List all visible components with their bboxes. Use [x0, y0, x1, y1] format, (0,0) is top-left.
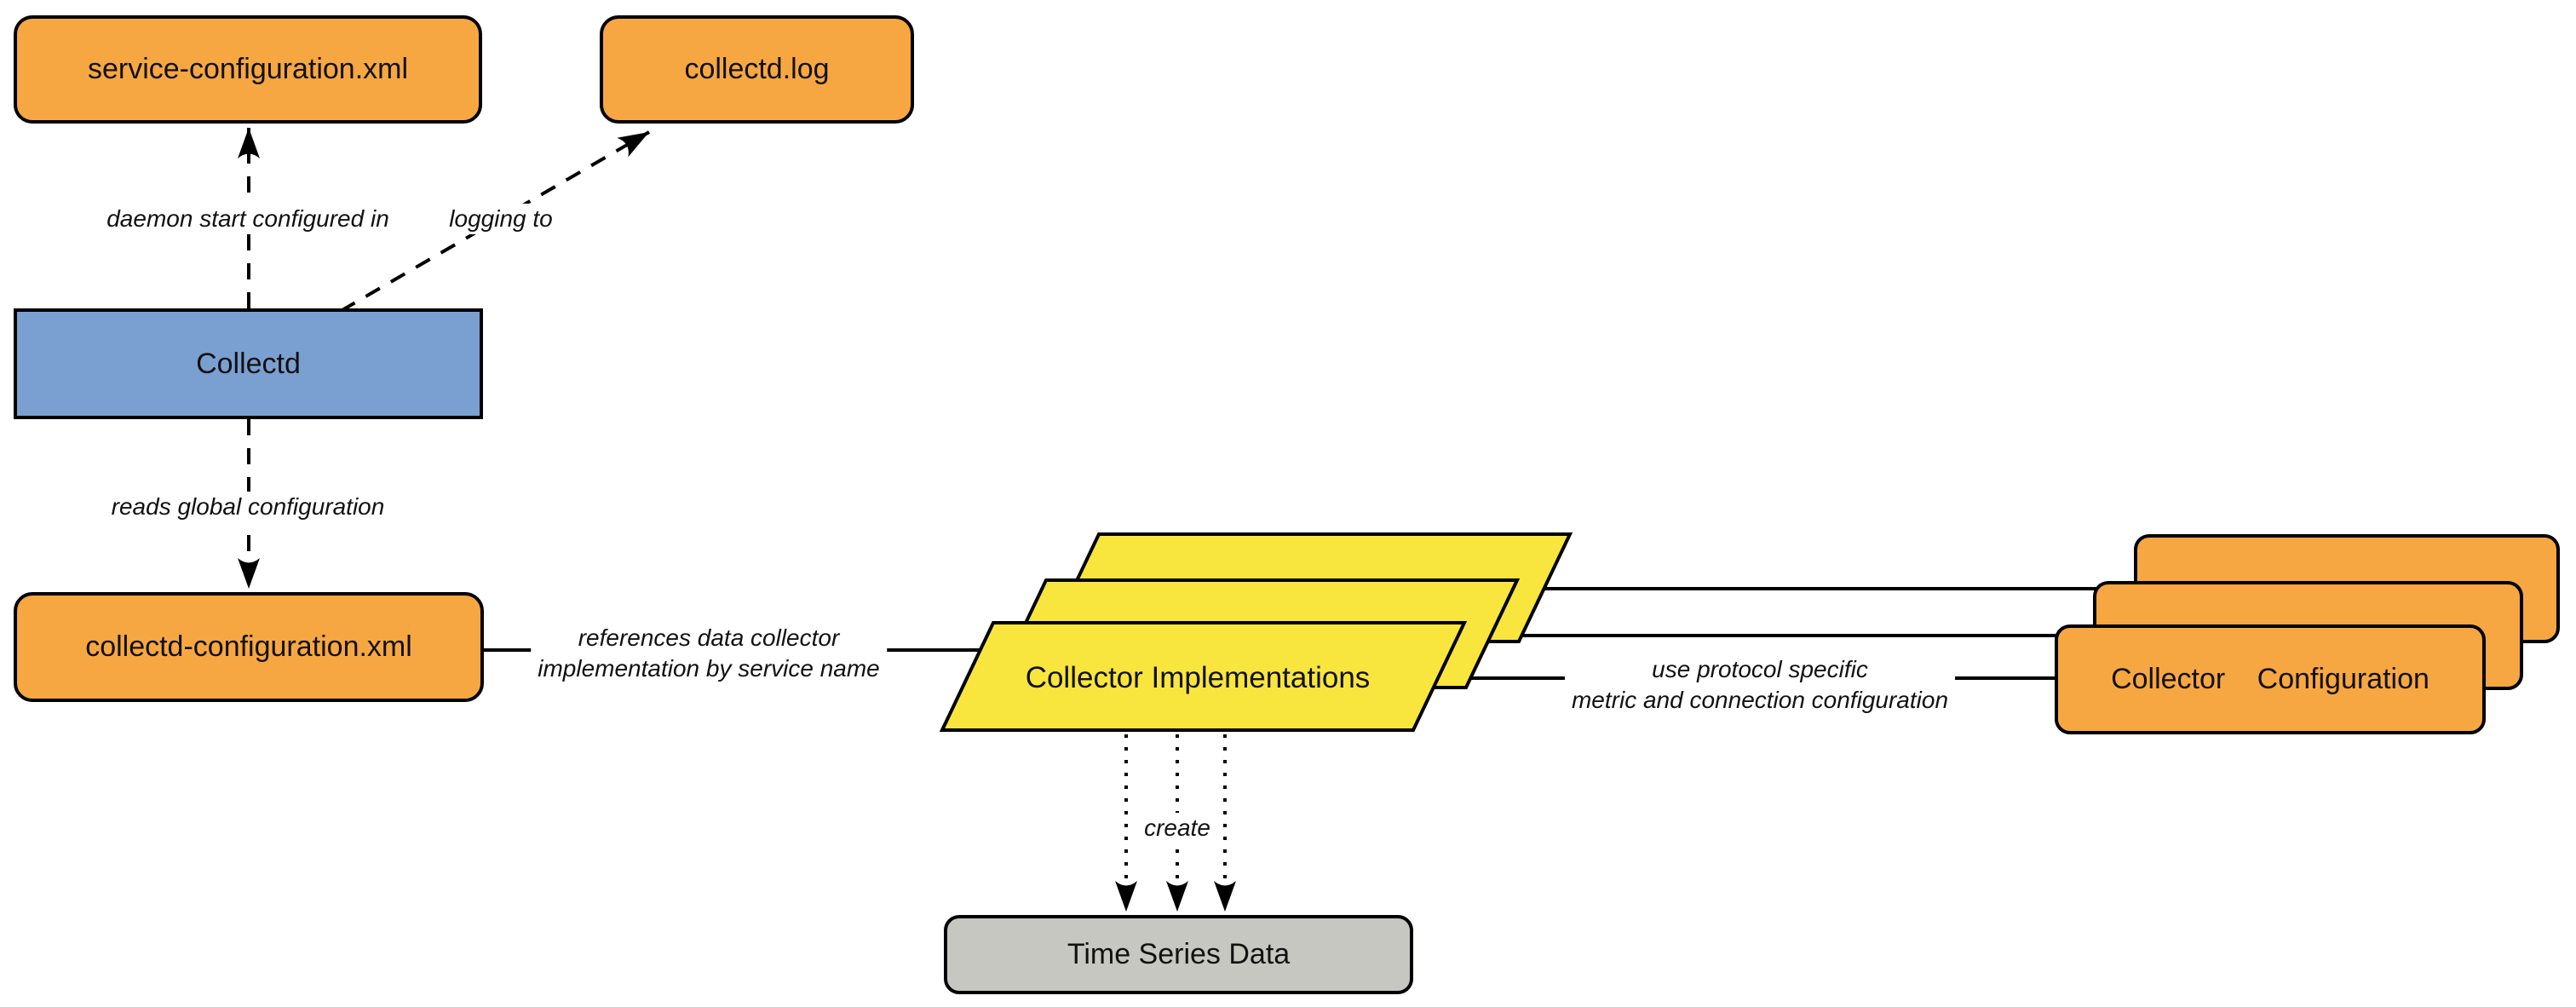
node-collector-implementations-label: Collector Implementations	[1025, 661, 1371, 694]
node-collectd-log-label: collectd.log	[684, 53, 830, 85]
edge-label-reads-global: reads global configuration	[104, 492, 392, 522]
node-time-series-data-label: Time Series Data	[1067, 938, 1291, 970]
edge-label-use-protocol-line1: use protocol specific	[1652, 656, 1868, 682]
edge-label-references: references data collector implementation…	[531, 623, 887, 684]
node-collector-configuration-label: Collector Configuration	[2111, 663, 2429, 695]
edge-label-use-protocol: use protocol specific metric and connect…	[1564, 654, 1956, 716]
node-collector-configuration: Collector Configuration	[2055, 624, 2486, 734]
node-collectd-label: Collectd	[196, 347, 301, 380]
node-service-configuration-xml: service-configuration.xml	[14, 15, 482, 124]
edge-label-logging-to: logging to	[442, 204, 560, 234]
collector-implementations-shape-front	[939, 621, 1468, 732]
edge-label-daemon-start: daemon start configured in	[100, 204, 396, 234]
node-collectd-configuration-label: collectd-configuration.xml	[85, 630, 412, 663]
node-collectd-configuration-xml: collectd-configuration.xml	[14, 592, 484, 702]
node-time-series-data: Time Series Data	[944, 915, 1413, 994]
edge-label-references-line1: references data collector	[578, 624, 840, 651]
edge-label-use-protocol-line2: metric and connection configuration	[1571, 687, 1949, 713]
node-collectd: Collectd	[14, 308, 483, 419]
node-service-configuration-label: service-configuration.xml	[87, 53, 409, 85]
node-collectd-log: collectd.log	[600, 15, 914, 124]
edge-label-references-line2: implementation by service name	[538, 655, 880, 682]
edge-label-create: create	[1137, 813, 1217, 843]
